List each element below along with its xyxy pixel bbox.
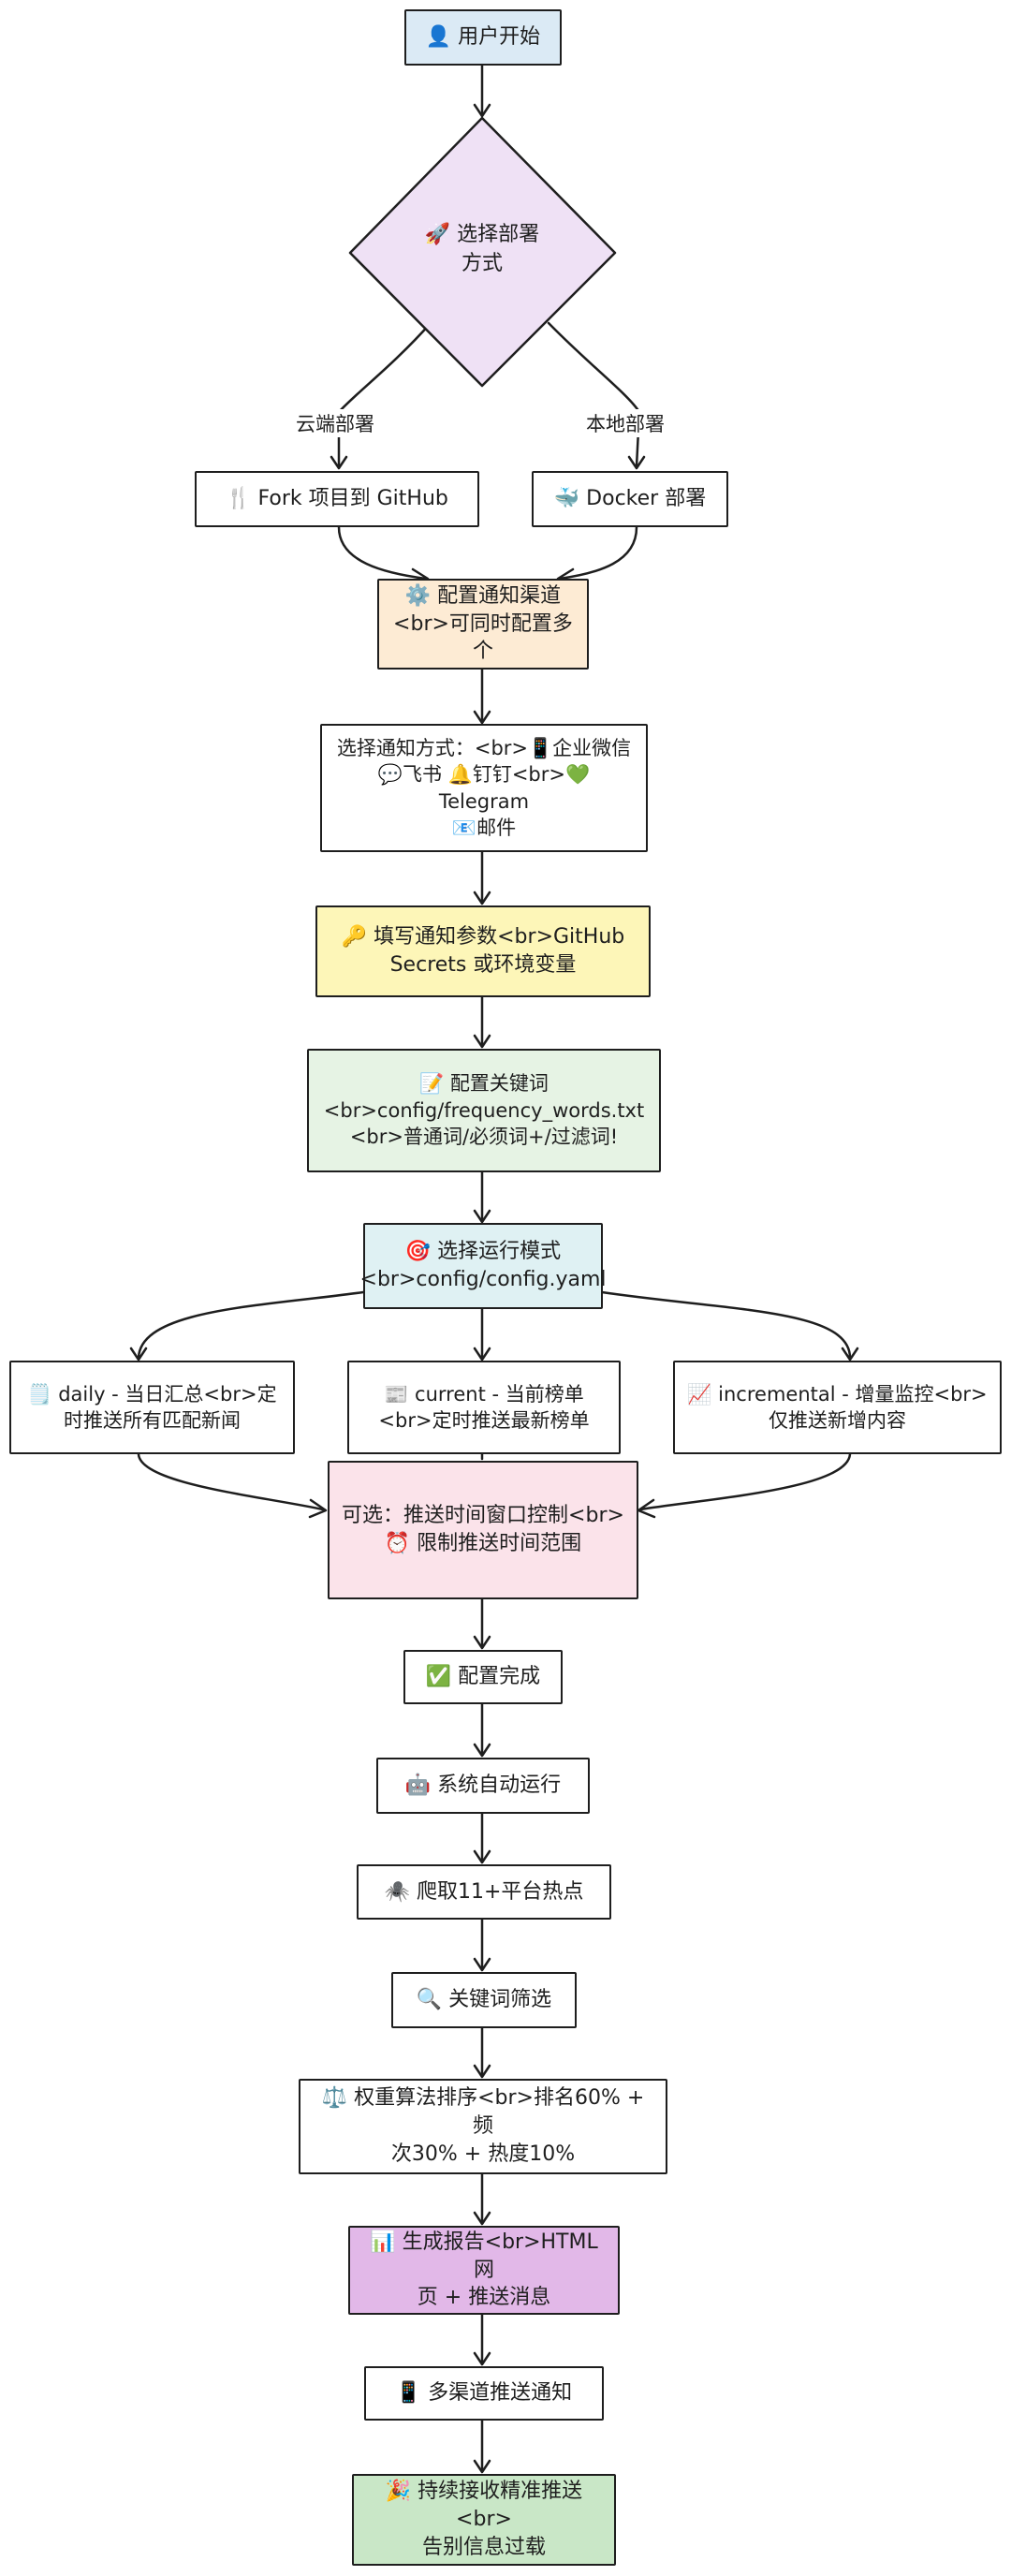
edge-daily-to-window (137, 1452, 325, 1511)
arrowhead (473, 891, 491, 905)
edge-fork-to-configure (337, 525, 428, 581)
node-mode-current: 📰 current - 当前榜单 <br>定时推送最新榜单 (347, 1361, 621, 1454)
node-keyword-filter: 🔍 关键词筛选 (391, 1972, 577, 2028)
node-receive: 🎉 持续接收精准推送<br> 告别信息过载 (352, 2474, 616, 2566)
decision-diamond (348, 116, 617, 388)
node-configure-channels: ⚙️ 配置通知渠道 <br>可同时配置多个 (377, 579, 589, 670)
edge-incremental-to-window (638, 1452, 852, 1511)
arrowhead (473, 1209, 491, 1224)
node-choose-notify: 选择通知方式：<br>📱企业微信 💬飞书 🔔钉钉<br>💚Telegram 📧邮… (320, 724, 648, 852)
arrowhead (129, 1347, 148, 1362)
arrowhead (308, 1498, 328, 1519)
arrowhead (473, 103, 491, 118)
arrowhead (473, 2459, 491, 2474)
arrowhead (473, 1849, 491, 1864)
arrowhead (473, 1347, 491, 1362)
node-push-window: 可选：推送时间窗口控制<br> ⏰ 限制推送时间范围 (328, 1461, 638, 1599)
node-multi-push: 📱 多渠道推送通知 (364, 2366, 604, 2421)
edge-runmode-to-daily (137, 1290, 365, 1360)
node-weight-sort: ⚖️ 权重算法排序<br>排名60% + 频 次30% + 热度10% (299, 2079, 667, 2174)
node-mode-daily: 🗒️ daily - 当日汇总<br>定 时推送所有匹配新闻 (9, 1361, 295, 1454)
node-mode-incremental: 📈 incremental - 增量监控<br> 仅推送新增内容 (673, 1361, 1002, 1454)
node-fill-params: 🔑 填写通知参数<br>GitHub Secrets 或环境变量 (315, 905, 651, 997)
arrowhead (473, 710, 491, 725)
arrowhead (473, 2211, 491, 2226)
arrowhead (637, 1498, 656, 1519)
node-fork: 🍴 Fork 项目到 GitHub (195, 471, 479, 527)
node-deploy-choice: 🚀 选择部署 方式 (424, 223, 540, 275)
edge-docker-to-configure (558, 525, 638, 581)
node-auto-run: 🤖 系统自动运行 (376, 1758, 590, 1814)
arrowhead (473, 1635, 491, 1650)
arrowhead (841, 1347, 859, 1362)
node-docker: 🐳 Docker 部署 (532, 471, 728, 527)
node-config-done: ✅ 配置完成 (403, 1650, 563, 1704)
edge-choice-to-fork (337, 321, 432, 468)
arrowhead (330, 455, 348, 470)
arrowhead (473, 2064, 491, 2079)
edge-choice-to-docker (547, 321, 641, 468)
arrowhead (473, 1957, 491, 1972)
node-generate-report: 📊 生成报告<br>HTML网 页 + 推送消息 (348, 2226, 620, 2315)
edge-runmode-to-incremental (600, 1290, 852, 1360)
edge-label-cloud: 云端部署 (292, 409, 378, 437)
edge-label-local: 本地部署 (582, 409, 668, 437)
arrowhead (473, 2351, 491, 2366)
node-start: 👤 用户开始 (404, 9, 562, 66)
arrowhead (473, 1743, 491, 1758)
arrowhead (473, 1034, 491, 1049)
arrowhead (627, 455, 646, 470)
node-config-keywords: 📝 配置关键词 <br>config/frequency_words.txt <… (307, 1049, 661, 1172)
node-run-mode: 🎯 选择运行模式 <br>config/config.yaml (360, 1223, 606, 1309)
node-crawl: 🕷️ 爬取11+平台热点 (357, 1864, 611, 1920)
